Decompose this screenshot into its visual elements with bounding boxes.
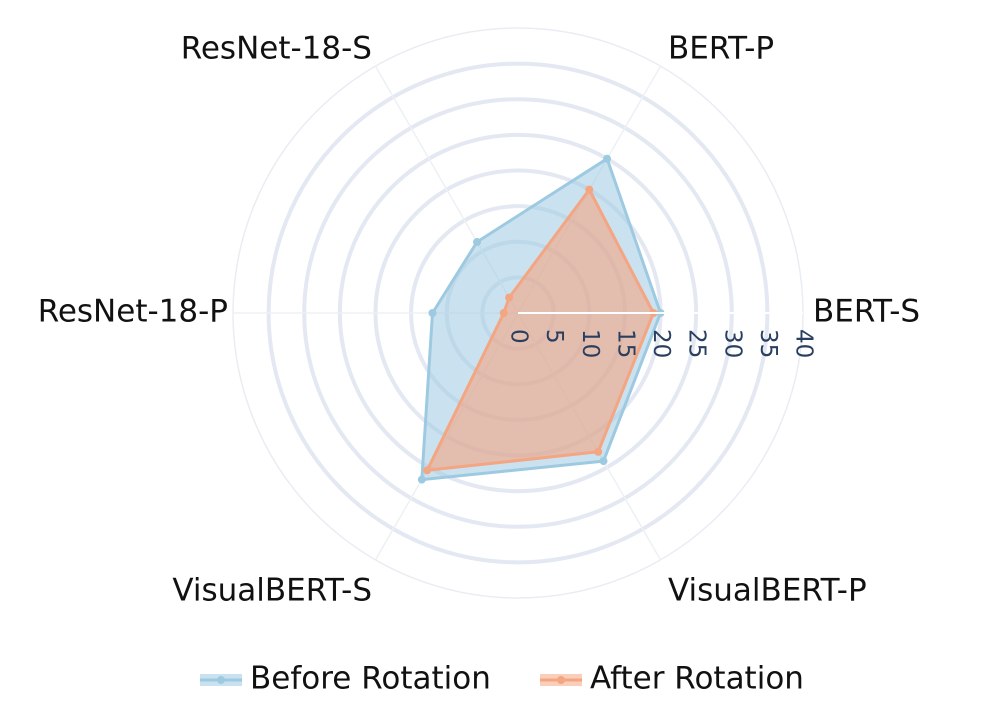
category-label: BERT-P [668, 31, 774, 67]
legend-marker [557, 676, 565, 684]
legend[interactable]: Before Rotation After Rotation [200, 661, 804, 697]
category-label: BERT-S [813, 294, 920, 330]
series-point [594, 447, 603, 456]
series-point [505, 293, 514, 302]
legend-item[interactable]: After Rotation [540, 661, 804, 697]
legend-label: Before Rotation [250, 661, 491, 697]
radial-tick-label: 30 [719, 329, 745, 358]
series-point [417, 475, 426, 484]
series-layer [417, 154, 665, 484]
category-labels: BERT-S BERT-P ResNet-18-S ResNet-18-P Visual… [38, 31, 920, 609]
series-point [603, 154, 612, 163]
category-label: ResNet-18-S [181, 31, 372, 67]
radial-tick-label: 35 [755, 329, 781, 358]
radial-tick-label: 40 [791, 329, 817, 358]
radial-tick-label: 5 [541, 329, 567, 344]
series-point [473, 238, 482, 247]
legend-marker [217, 676, 225, 684]
radial-tick-label: 25 [684, 329, 710, 358]
radial-tick-label: 20 [648, 329, 674, 358]
category-label: VisualBERT-P [668, 573, 867, 609]
category-label: VisualBERT-S [172, 573, 372, 609]
legend-label: After Rotation [590, 661, 804, 697]
category-label: ResNet-18-P [38, 294, 228, 330]
radial-tick-label: 10 [577, 329, 603, 358]
series-point [423, 466, 432, 475]
radial-tick-label: 0 [506, 329, 532, 344]
series-point [428, 309, 437, 317]
series-point [585, 185, 594, 194]
series-point [599, 457, 608, 466]
legend-item[interactable]: Before Rotation [200, 661, 491, 697]
series-point [499, 309, 508, 317]
radial-tick-label: 15 [612, 329, 638, 358]
